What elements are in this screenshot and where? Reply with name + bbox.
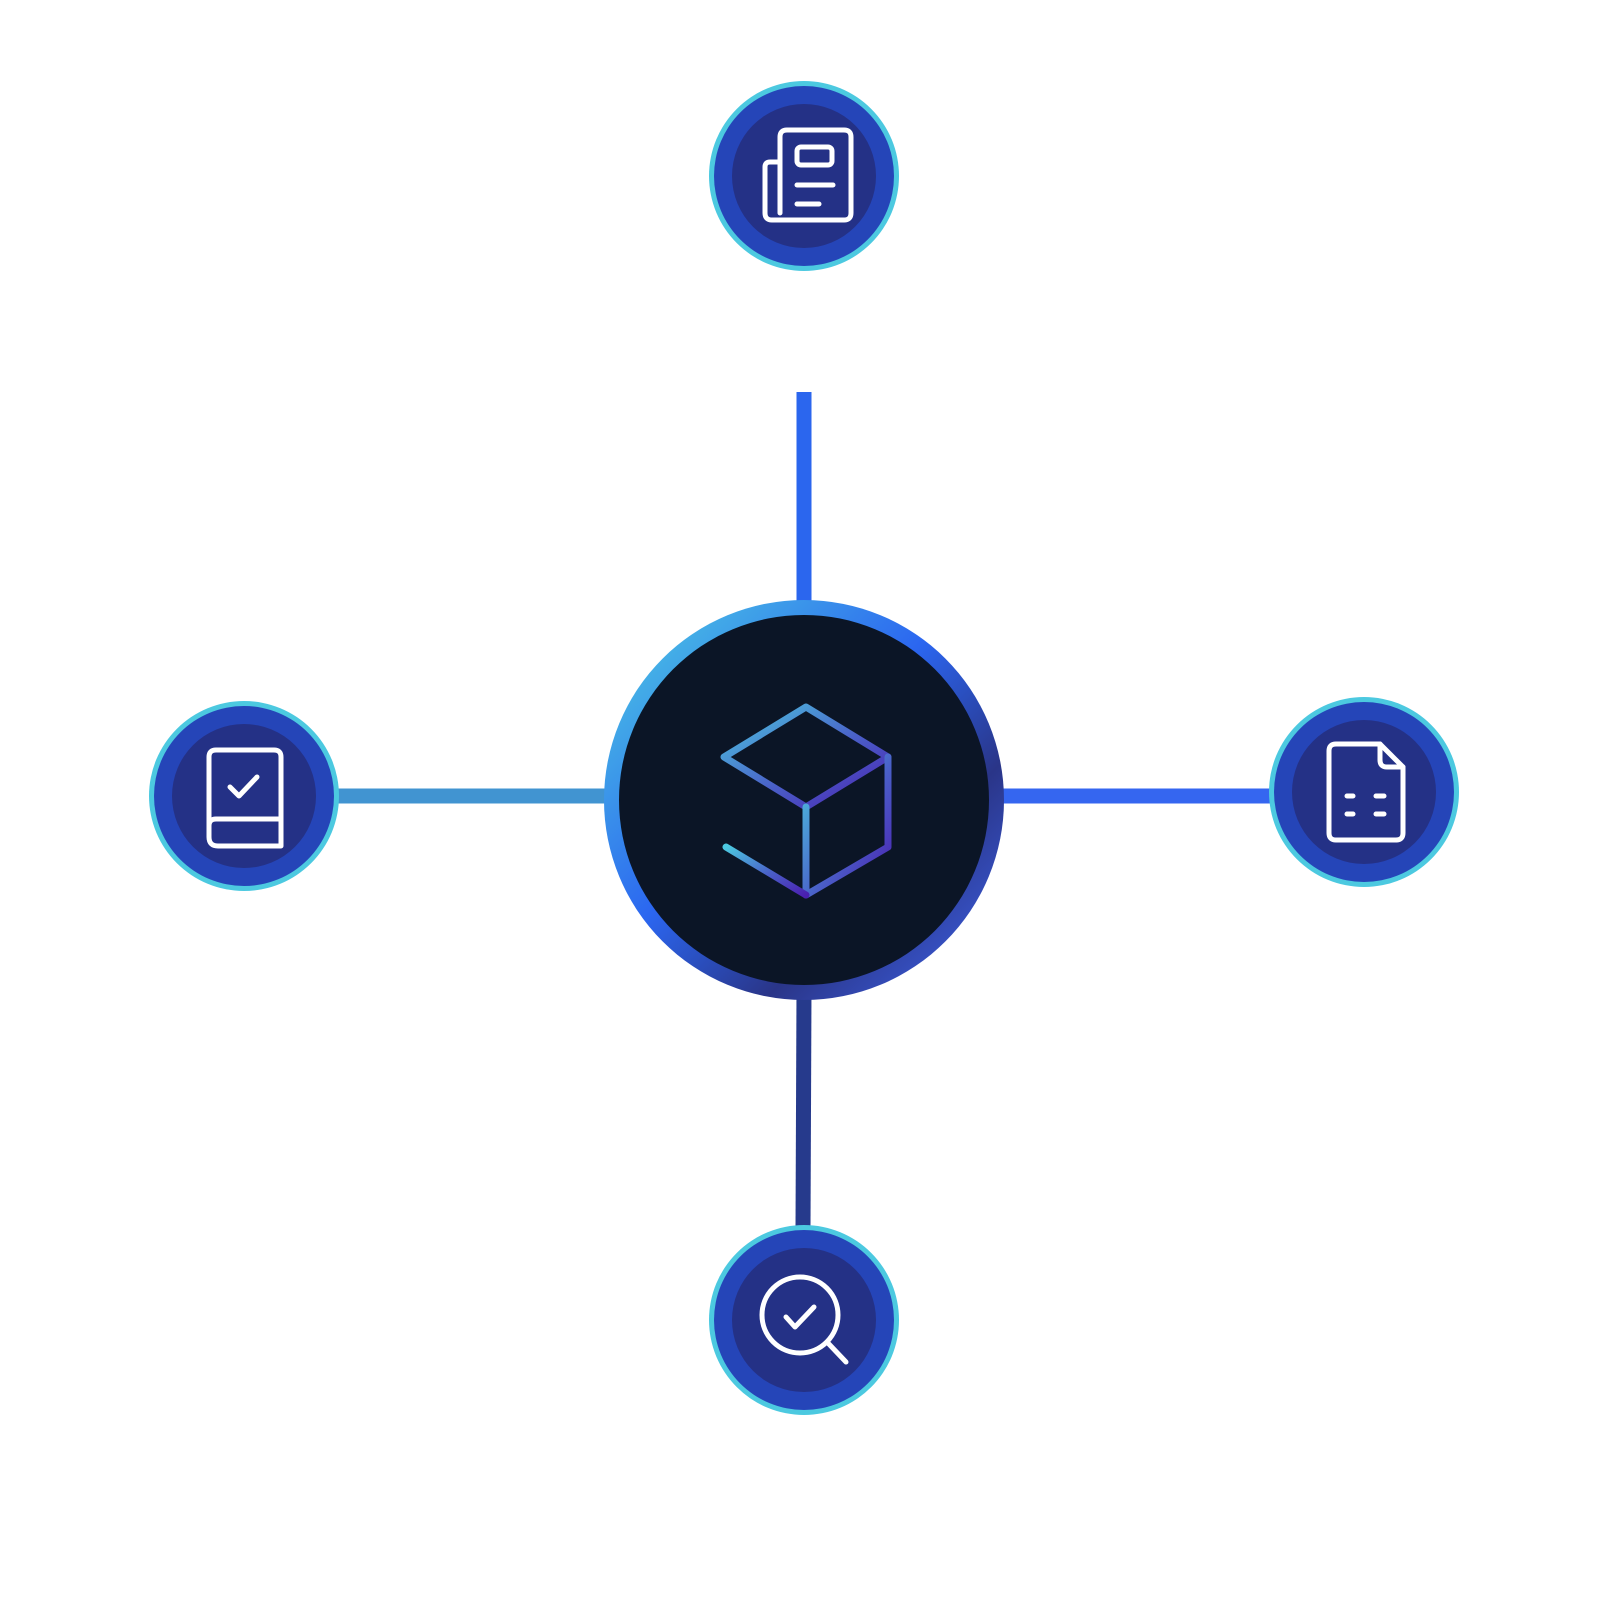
newspaper-icon [762,127,854,223]
search-check-icon [759,1274,849,1365]
book-check-icon [206,747,284,849]
node-newspaper[interactable] [709,81,899,271]
node-search-check[interactable] [709,1225,899,1415]
node-document[interactable] [1269,697,1459,887]
document-icon [1326,741,1406,843]
hub-node [604,600,1004,1000]
node-book-check[interactable] [149,701,339,891]
connector-bottom [795,989,812,1229]
cube-icon [720,703,892,899]
